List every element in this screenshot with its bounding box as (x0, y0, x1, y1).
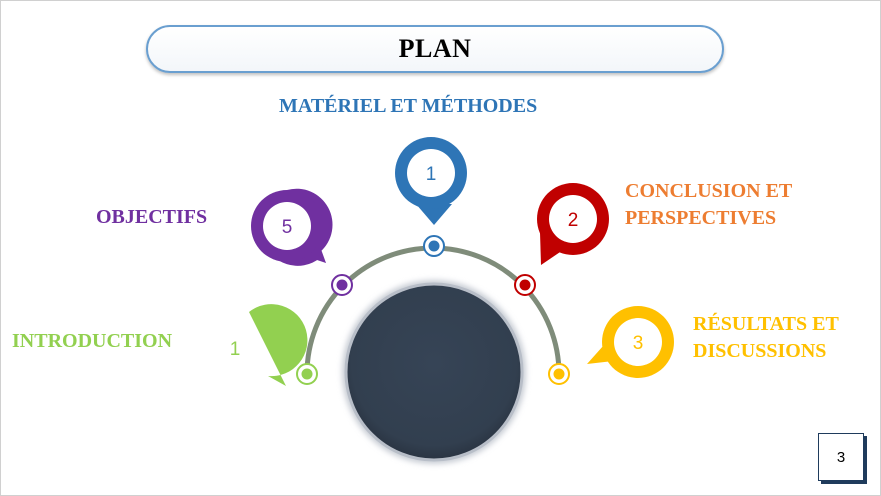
label-conclusion-line-2: PERSPECTIVES (625, 207, 777, 229)
title-box: PLAN (146, 25, 724, 73)
pin-number-materiel: 1 (426, 164, 437, 185)
page-number-box: 3 (818, 433, 864, 481)
slide-title: PLAN (398, 34, 472, 63)
label-conclusion: CONCLUSION ET PERSPECTIVES (625, 178, 792, 232)
pin-number-objectifs: 5 (282, 217, 293, 238)
label-resultats-line-1: RÉSULTATS ET (693, 313, 839, 335)
label-resultats-line-2: DISCUSSIONS (693, 340, 827, 362)
marker-materiel: 1 (395, 137, 467, 257)
label-resultats: RÉSULTATS ET DISCUSSIONS (693, 311, 839, 365)
pin-number-resultats: 3 (633, 333, 644, 354)
pin-introduction (249, 304, 308, 386)
pin-number-introduction: 1 (230, 339, 241, 360)
label-introduction: INTRODUCTION (12, 330, 173, 352)
label-conclusion-line-1: CONCLUSION ET (625, 180, 793, 202)
marker-objectifs: 5 (251, 188, 353, 296)
label-objectifs: OBJECTIFS (96, 206, 208, 228)
label-materiel: MATÉRIEL ET MÉTHODES (279, 95, 538, 117)
pin-materiel (416, 204, 452, 225)
marker-resultats: 3 (548, 306, 674, 385)
center-disk (344, 282, 524, 462)
marker-introduction: 1 (211, 304, 318, 386)
marker-conclusion: 2 (514, 183, 609, 296)
page-number: 3 (836, 448, 846, 466)
pin-number-conclusion: 2 (568, 210, 579, 231)
